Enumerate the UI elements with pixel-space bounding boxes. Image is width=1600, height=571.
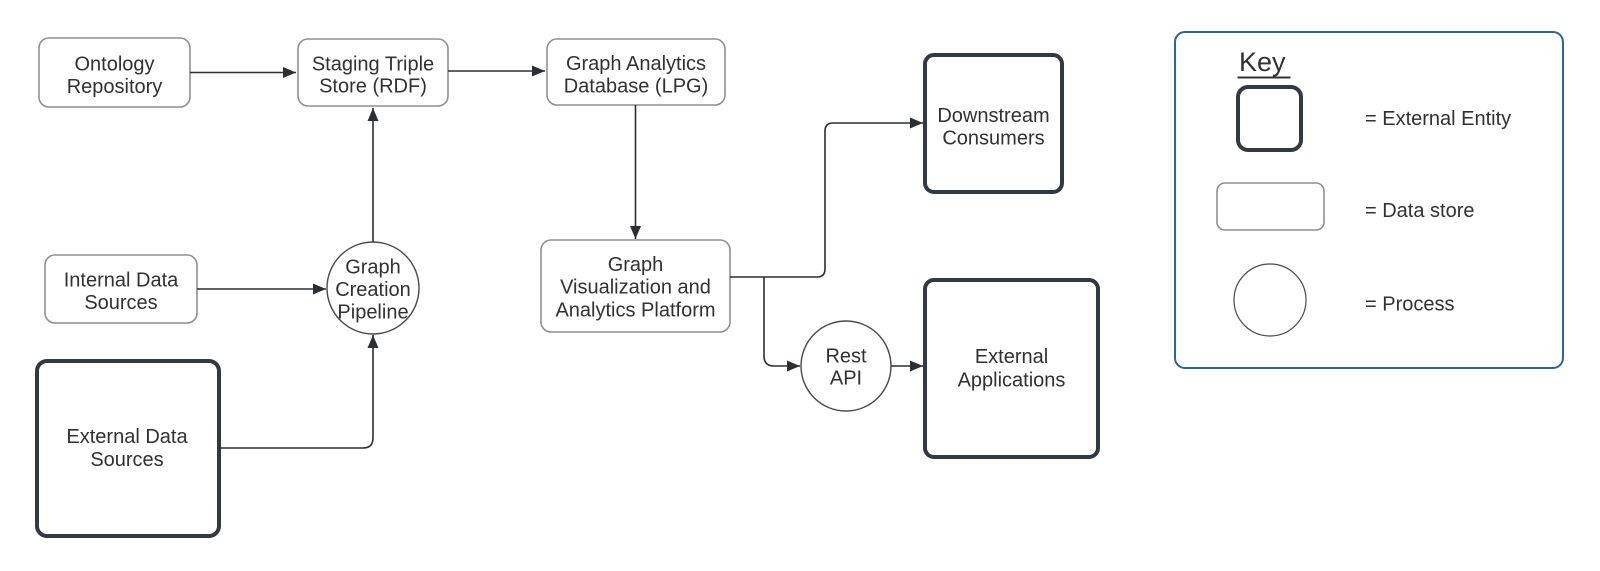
svg-text:Applications: Applications <box>958 369 1066 391</box>
svg-text:= External Entity: = External Entity <box>1365 108 1511 130</box>
svg-text:Rest: Rest <box>825 346 867 368</box>
svg-text:Database (LPG): Database (LPG) <box>564 76 709 98</box>
svg-text:Consumers: Consumers <box>942 128 1044 150</box>
svg-text:Ontology: Ontology <box>74 54 154 76</box>
svg-text:Graph: Graph <box>608 254 664 276</box>
svg-text:External Data: External Data <box>66 426 188 448</box>
svg-text:Graph Analytics: Graph Analytics <box>566 53 706 75</box>
svg-text:Repository: Repository <box>67 76 163 98</box>
svg-text:Visualization and: Visualization and <box>560 277 711 299</box>
svg-text:Graph: Graph <box>345 256 401 278</box>
svg-text:Staging Triple: Staging Triple <box>312 53 434 75</box>
svg-text:Pipeline: Pipeline <box>337 301 408 323</box>
svg-text:External: External <box>975 346 1048 368</box>
svg-text:= Data store: = Data store <box>1365 200 1475 222</box>
svg-text:Analytics Platform: Analytics Platform <box>555 299 715 321</box>
svg-text:Store (RDF): Store (RDF) <box>319 76 427 98</box>
svg-text:Key: Key <box>1239 47 1286 77</box>
svg-text:Sources: Sources <box>90 449 163 471</box>
svg-text:Creation: Creation <box>335 279 411 301</box>
svg-text:Internal Data: Internal Data <box>64 270 179 292</box>
svg-text:Downstream: Downstream <box>937 105 1049 127</box>
svg-text:= Process: = Process <box>1365 294 1454 316</box>
svg-text:Sources: Sources <box>84 292 157 314</box>
svg-text:API: API <box>830 368 862 390</box>
